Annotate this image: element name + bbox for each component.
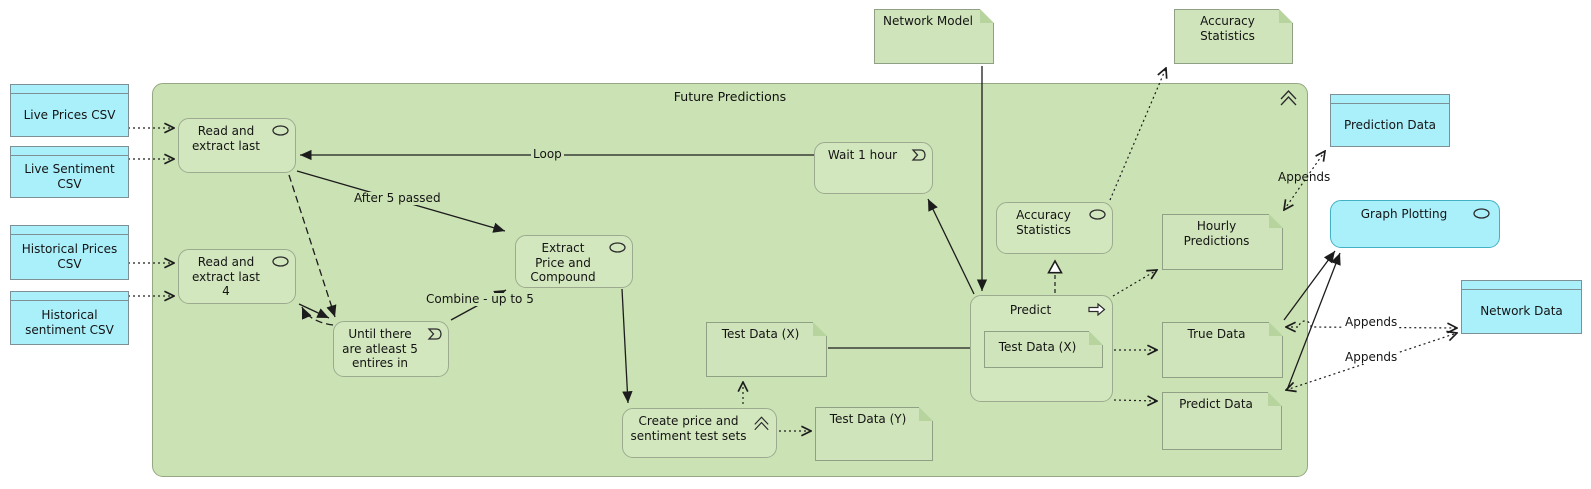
doc-label: Test Data (X)	[998, 340, 1077, 354]
node-until-atleast-5[interactable]: Until there are atleast 5 entires in	[333, 321, 449, 377]
edge-label-after-5-passed: After 5 passed	[352, 191, 443, 206]
connector-predict-to-predictdata[interactable]	[1113, 400, 1157, 401]
node-label: Read and extract last	[191, 124, 261, 153]
service-icon	[1089, 209, 1106, 220]
node-create-test-sets[interactable]: Create price and sentiment test sets	[622, 408, 777, 458]
connector-readlast-to-until[interactable]	[288, 174, 337, 318]
connector-predict-to-hourly[interactable]	[1112, 270, 1157, 297]
artifact-band	[11, 234, 128, 235]
node-label: Wait 1 hour	[827, 148, 898, 162]
doc-test-data-x-inner[interactable]: Test Data (X)	[984, 331, 1103, 368]
node-accuracy-statistics[interactable]: Accuracy Statistics	[996, 202, 1113, 254]
artifact-label: Prediction Data	[1343, 117, 1437, 132]
event-icon	[911, 149, 926, 161]
artifact-band	[1331, 103, 1449, 104]
service-icon	[272, 256, 289, 267]
edge-label-appends-2: Appends	[1343, 315, 1400, 330]
edge-label-appends-3: Appends	[1343, 350, 1400, 365]
doc-label: True Data	[1187, 327, 1246, 341]
node-label: Create price and sentiment test sets	[630, 414, 747, 443]
artifact-prediction-data[interactable]: Prediction Data	[1330, 94, 1450, 147]
node-label: Graph Plotting	[1360, 207, 1448, 221]
doc-label: Predict Data	[1179, 397, 1253, 411]
doc-label: Network Model	[883, 14, 973, 28]
artifact-band	[11, 93, 128, 94]
connector-truedata-networkdata[interactable]	[1286, 320, 1457, 328]
doc-label: Test Data (X)	[721, 327, 800, 341]
node-label: Until there are atleast 5 entires in	[342, 327, 418, 371]
node-extract-price-compound[interactable]: Extract Price and Compound	[515, 235, 633, 288]
artifact-label: Live Sentiment CSV	[24, 161, 115, 191]
node-read-and-extract-last-4[interactable]: Read and extract last 4	[178, 249, 296, 304]
edge-label-combine-up-to-5: Combine - up to 5	[424, 292, 536, 307]
doc-true-data[interactable]: True Data	[1162, 322, 1283, 378]
artifact-band	[11, 300, 128, 301]
connector-truedata-to-graphplotting[interactable]	[1283, 250, 1336, 321]
doc-hourly-predictions[interactable]: Hourly Predictions	[1162, 214, 1283, 270]
node-read-and-extract-last[interactable]: Read and extract last	[178, 118, 296, 173]
event-icon	[427, 328, 442, 340]
artifact-label: Historical Prices CSV	[21, 242, 118, 271]
doc-network-model[interactable]: Network Model	[874, 9, 994, 64]
group-title: Future Predictions	[673, 89, 787, 104]
connector-predict-to-wait[interactable]	[927, 198, 975, 295]
doc-test-data-y[interactable]: Test Data (Y)	[815, 407, 933, 461]
connector-until-to-readlast4[interactable]	[301, 306, 334, 326]
service-icon	[272, 125, 289, 136]
artifact-label: Network Data	[1480, 304, 1563, 319]
connector-extract-to-create[interactable]	[621, 288, 633, 404]
connector-readlast4-to-until[interactable]	[298, 303, 330, 319]
collapse-icon	[754, 416, 769, 431]
connector-predictdata-to-graphplotting[interactable]	[1286, 252, 1341, 391]
artifact-historical-sentiment-csv[interactable]: Historical sentiment CSV	[10, 291, 129, 345]
artifact-band	[11, 155, 128, 156]
node-label: Accuracy Statistics	[1016, 208, 1071, 237]
doc-predict-data[interactable]: Predict Data	[1162, 392, 1282, 450]
node-graph-plotting[interactable]: Graph Plotting	[1330, 200, 1500, 248]
artifact-label: Live Prices CSV	[23, 107, 116, 122]
artifact-network-data[interactable]: Network Data	[1461, 280, 1582, 334]
doc-label: Test Data (Y)	[829, 412, 907, 426]
node-wait-1-hour[interactable]: Wait 1 hour	[814, 142, 933, 194]
collapse-icon[interactable]	[1279, 89, 1298, 107]
node-label: Extract Price and Compound	[530, 241, 596, 285]
artifact-label: Historical sentiment CSV	[25, 307, 114, 337]
service-icon	[609, 242, 626, 253]
node-label: Read and extract last 4	[191, 255, 261, 299]
artifact-historical-prices-csv[interactable]: Historical Prices CSV	[10, 225, 129, 280]
edge-label-loop: Loop	[531, 147, 564, 162]
doc-label: Accuracy Statistics	[1200, 14, 1255, 43]
process-arrow-icon	[1088, 303, 1106, 316]
doc-accuracy-statistics[interactable]: Accuracy Statistics	[1174, 9, 1293, 64]
artifact-live-prices-csv[interactable]: Live Prices CSV	[10, 84, 129, 137]
edge-label-appends-1: Appends	[1278, 170, 1331, 184]
artifact-band	[1462, 289, 1581, 290]
node-label: Predict	[1009, 303, 1052, 317]
doc-test-data-x[interactable]: Test Data (X)	[706, 322, 827, 377]
node-predict[interactable]: Predict Test Data (X)	[970, 295, 1113, 402]
service-icon	[1473, 208, 1490, 219]
artifact-live-sentiment-csv[interactable]: Live Sentiment CSV	[10, 146, 129, 198]
connector-accuracy-to-accuracy-doc[interactable]	[1109, 68, 1166, 201]
connector-hourly-prediction-data[interactable]	[1284, 151, 1325, 210]
doc-label: Hourly Predictions	[1183, 219, 1250, 248]
